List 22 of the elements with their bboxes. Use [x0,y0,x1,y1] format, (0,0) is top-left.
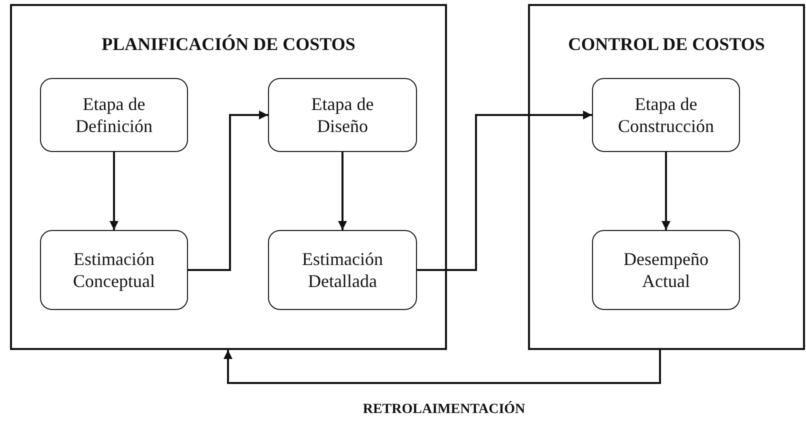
panel-title: CONTROL DE COSTOS [567,34,766,55]
box-label: Estimación Conceptual [72,248,156,292]
group-panel [10,4,447,350]
process-box [268,230,417,310]
connector-arrow [662,152,670,230]
connector-arrow [417,110,592,271]
connector-arrow [110,152,118,230]
connector-arrow [224,350,661,384]
connector-arrow [338,152,347,230]
process-box [268,78,417,152]
process-box [40,230,188,310]
process-box [592,78,740,152]
panel-title: PLANIFICACIÓN DE COSTOS [100,34,356,55]
box-label: Desempeño Actual [622,248,710,292]
group-panel [528,4,805,350]
connector-arrow [188,110,268,271]
box-label: Etapa de Construcción [618,92,714,138]
process-box [592,230,740,310]
box-label: Etapa de Definición [74,92,154,138]
process-box [40,78,188,152]
box-label: Estimación Detallada [301,248,384,292]
box-label: Etapa de Diseño [310,92,375,138]
